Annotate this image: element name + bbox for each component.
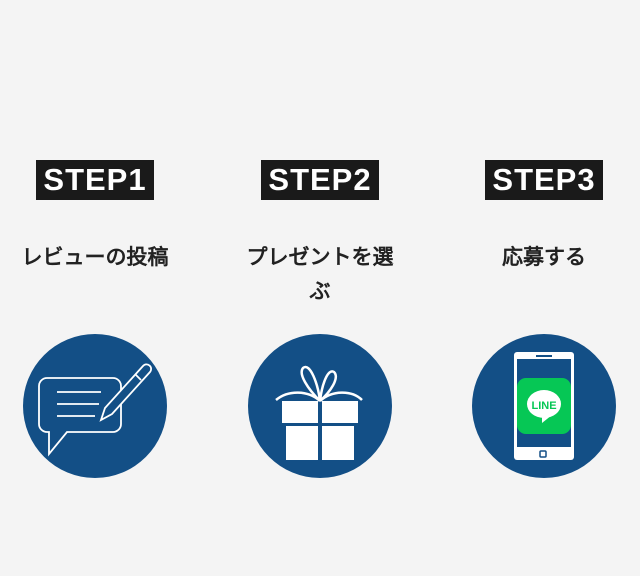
gift-icon [248,334,392,478]
step-label: プレゼントを選ぶ [246,245,394,303]
step-label: レビューの投稿 [21,245,169,269]
step-2: STEP2 プレゼントを選ぶ [208,160,432,478]
smartphone-line-icon: LINE [472,334,616,478]
step-label: 応募する [502,245,586,269]
step-3: STEP3 応募する LINE [432,160,640,478]
line-app-text: LINE [531,400,556,412]
step-1: STEP1 レビューの投稿 [0,160,207,478]
step-badge: STEP3 [485,160,603,200]
step-badge: STEP2 [261,160,379,200]
step-badge: STEP1 [36,160,154,200]
review-pen-icon [23,334,167,478]
